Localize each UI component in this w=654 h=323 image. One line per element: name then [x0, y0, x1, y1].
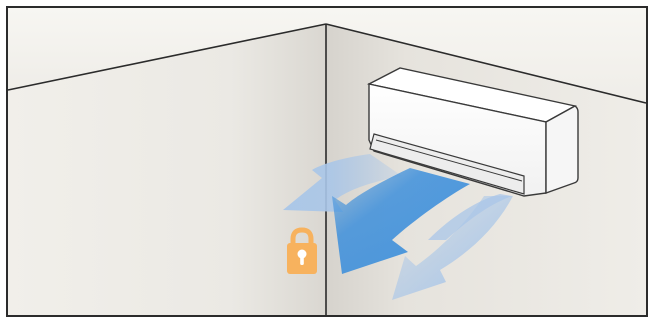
airflow-main	[332, 168, 470, 274]
ceiling-left	[8, 8, 326, 90]
lock-keyhole-stem	[300, 256, 304, 265]
lock-shackle	[290, 227, 314, 246]
left-ceiling-edge	[7, 23, 327, 91]
airflow-right-soft	[392, 196, 513, 300]
airflow-arrow-icon	[283, 154, 513, 300]
right-ceiling-edge	[325, 23, 647, 104]
ceiling-right	[326, 8, 646, 103]
ac-louver-line	[375, 139, 523, 182]
lock-icon	[287, 227, 317, 274]
airflow-left-soft	[283, 154, 402, 212]
ac-side	[545, 105, 579, 194]
left-wall	[8, 24, 326, 315]
air-conditioner-icon	[366, 67, 579, 197]
lock-keyhole-top	[297, 249, 307, 259]
